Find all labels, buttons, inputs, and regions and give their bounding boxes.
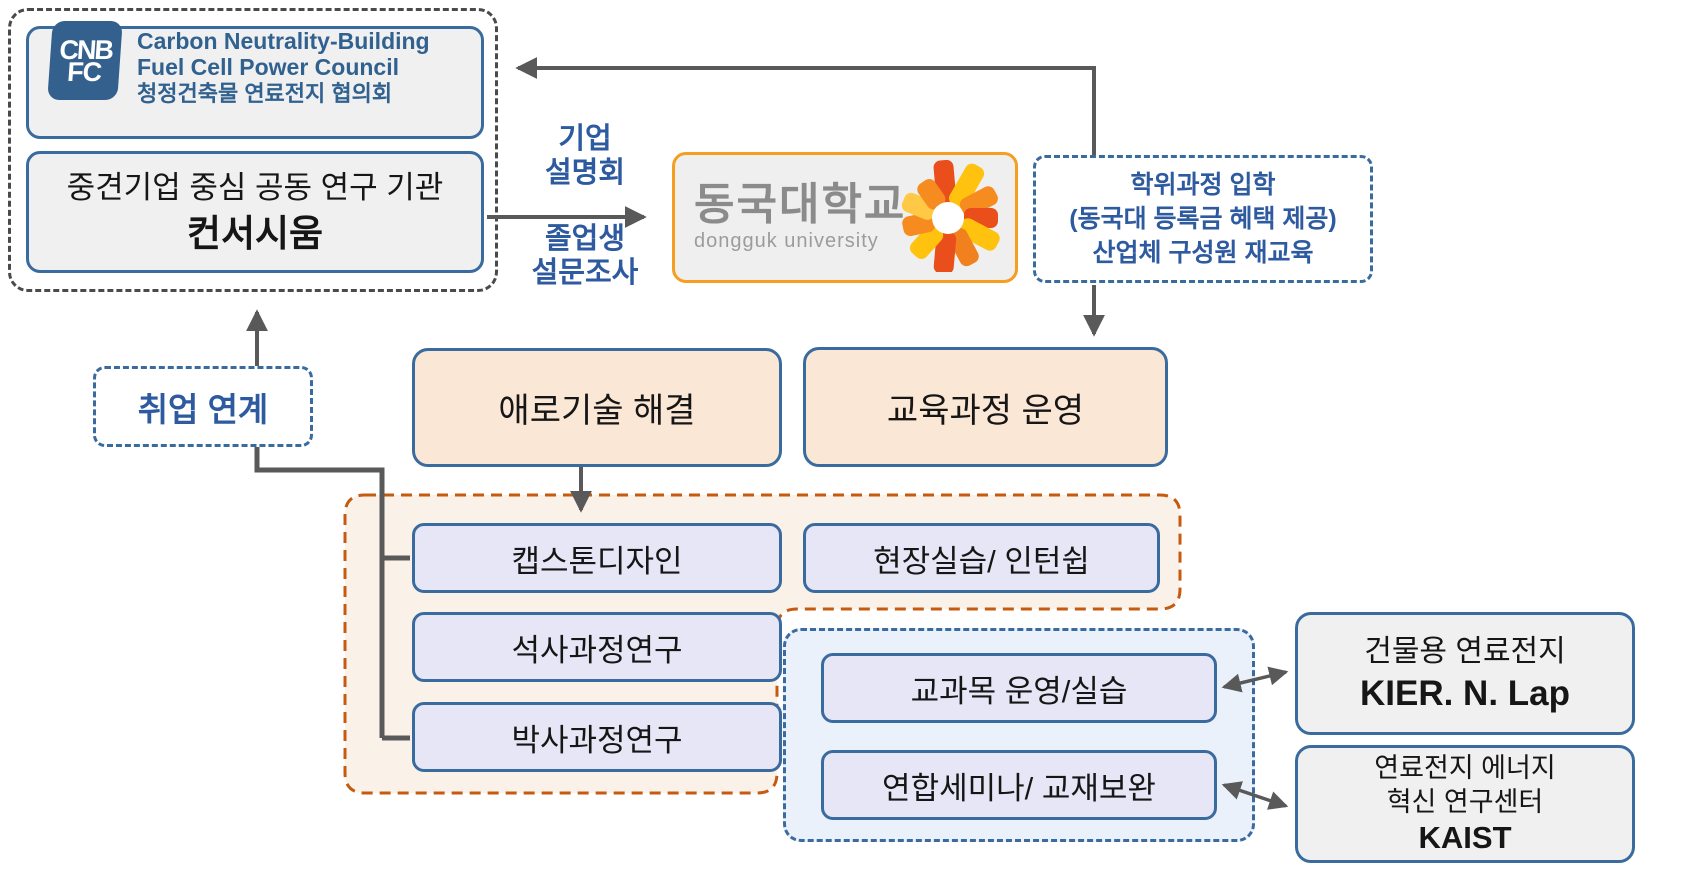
curriculum-label: 교육과정 운영 [886,391,1085,430]
kier-partner-box: 건물용 연료전지 KIER. N. Lap [1295,612,1635,735]
council-name-korean: 청정건축물 연료전지 협의회 [137,80,393,106]
admission-line3: 산업체 구성원 재교육 [1092,239,1314,267]
council-name-line2: Fuel Cell Power Council [137,53,399,80]
employment-link-box: 취업 연계 [93,366,313,447]
course-operation-practice-box: 교과목 운영/실습 [821,653,1217,723]
council-name-line1: Carbon Neutrality-Building [137,27,430,54]
capstone-design-box: 캡스톤디자인 [412,523,782,593]
employment-link-label: 취업 연계 [137,390,269,428]
consortium-line1: 중견기업 중심 공동 연구 기관 [66,170,444,205]
seminar-label: 연합세미나/ 교재보완 [882,770,1156,806]
admission-line2: (동국대 등록금 혜택 제공) [1069,205,1337,233]
admission-line1: 학위과정 입학 [1130,171,1276,199]
graduate-survey-line1: 졸업생 [544,223,626,255]
masters-label: 석사과정연구 [511,632,683,668]
cnbfc-council-title: Carbon Neutrality-Building Fuel Cell Pow… [137,22,457,112]
cnbfc-logo-text-bottom: FC [66,57,103,87]
doctoral-research-box: 박사과정연구 [412,702,782,772]
council-group-outline [8,8,498,292]
kier-line2: KIER. N. Lap [1359,673,1571,713]
joint-seminar-box: 연합세미나/ 교재보완 [821,750,1217,820]
dongguk-flame-logo-icon [901,160,1000,272]
cnbfc-logo-icon: CNB FC [47,21,123,100]
dongguk-name-korean: 동국대학교 [694,180,907,229]
masters-research-box: 석사과정연구 [412,612,782,682]
tech-support-box: 애로기술 해결 [412,348,782,467]
internship-label: 현장실습/ 인턴쉽 [873,543,1090,579]
field-internship-box: 현장실습/ 인턴쉽 [803,523,1160,593]
company-briefing-label: 기업 설명회 [500,122,670,190]
kaist-line3: KAIST [1418,820,1512,855]
kaist-line2: 혁신 연구센터 [1386,787,1544,817]
kaist-partner-box: 연료전지 에너지 혁신 연구센터 KAIST [1295,745,1635,863]
consortium-box: 중견기업 중심 공동 연구 기관 컨서시움 [26,151,484,273]
dongguk-university-wordmark: 동국대학교 dongguk university [694,182,914,253]
line-research-to-employment [254,447,410,741]
curriculum-operation-box: 교육과정 운영 [803,347,1168,467]
capstone-label: 캡스톤디자인 [511,543,683,579]
company-briefing-line1: 기업 [558,123,612,155]
doctoral-label: 박사과정연구 [511,722,683,758]
tech-support-label: 애로기술 해결 [498,392,696,430]
company-briefing-line2: 설명회 [544,157,626,189]
graduate-survey-line2: 설문조사 [531,257,639,289]
degree-admission-box: 학위과정 입학 (동국대 등록금 혜택 제공) 산업체 구성원 재교육 [1033,155,1373,283]
graduate-survey-label: 졸업생 설문조사 [500,222,670,290]
dongguk-name-english: dongguk university [694,230,879,252]
consortium-line2: 컨서시움 [186,213,324,254]
course-ops-label: 교과목 운영/실습 [910,673,1128,709]
kier-line1: 건물용 연료전지 [1364,634,1566,668]
kaist-line1: 연료전지 에너지 [1374,753,1556,783]
